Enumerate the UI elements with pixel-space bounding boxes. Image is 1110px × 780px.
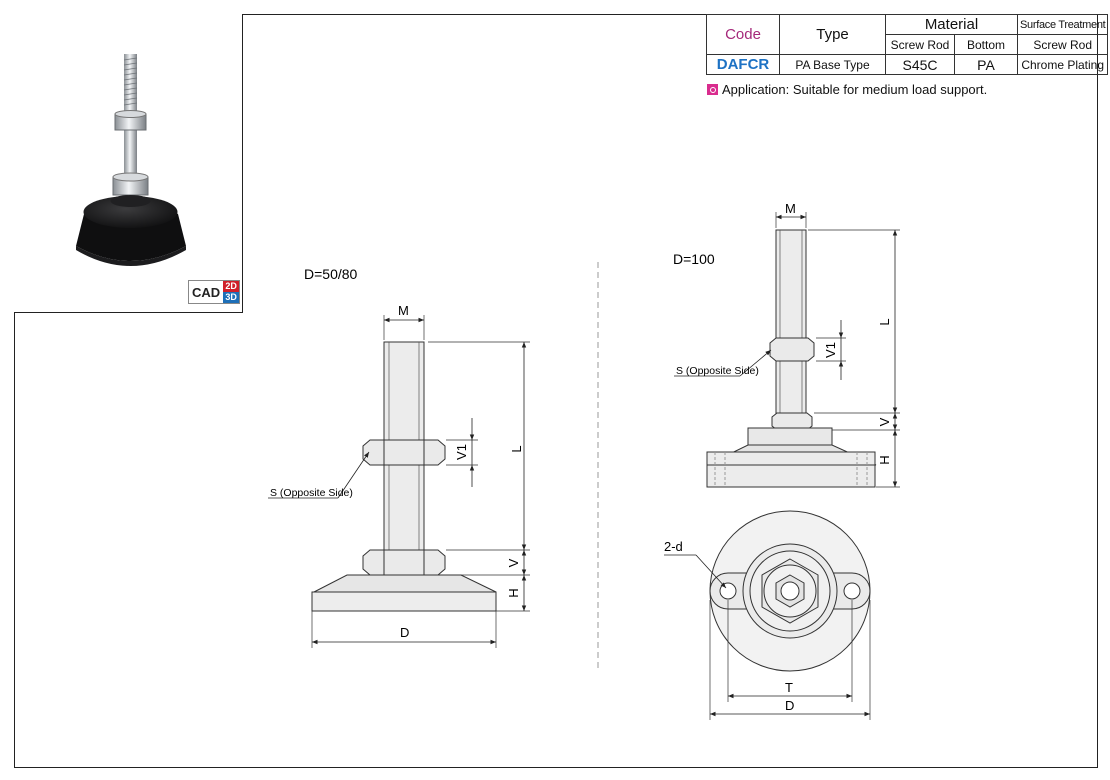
application-bullet-icon [707,84,718,95]
header-code: Code [706,14,780,55]
value-type: PA Base Type [779,54,886,75]
left-dim-m: M [398,303,409,318]
right-dim-v1: V1 [823,342,838,358]
left-view-title: D=50/80 [304,266,358,282]
header-material: Material [885,14,1018,35]
spec-table: Code Type Material Surface Treatment Scr… [706,14,1109,75]
right-view: D=100 M L V1 [664,201,900,720]
cad-3d-label: 3D [223,292,240,303]
right-dim-s: S (Opposite Side) [676,365,759,377]
left-dim-l: L [509,445,524,452]
value-screw-rod-material: S45C [885,54,955,75]
cad-badge[interactable]: CAD 2D 3D [188,280,241,304]
left-dim-v: V [506,558,521,567]
right-dim-t: T [785,680,793,695]
header-type: Type [779,14,886,55]
right-dim-v: V [877,417,892,426]
right-dim-m: M [785,201,796,216]
left-dim-v1: V1 [454,444,469,460]
left-dim-h: H [506,588,521,597]
left-dim-s: S (Opposite Side) [270,487,353,499]
value-surface-treatment: Chrome Plating [1016,54,1109,75]
application-note: Application: Suitable for medium load su… [707,82,987,97]
value-code: DAFCR [706,54,780,75]
left-dim-d: D [400,625,409,640]
application-text: Application: Suitable for medium load su… [722,82,988,97]
right-dim-h: H [877,455,892,464]
product-photo [76,54,186,266]
right-dim-l: L [877,318,892,325]
product-photo-panel: CAD 2D 3D [14,14,243,313]
right-dim-2d: 2-d [664,539,683,554]
cad-2d-label: 2D [223,281,240,292]
right-view-title: D=100 [673,251,715,267]
right-dim-d: D [785,698,794,713]
cad-label: CAD [192,284,221,300]
left-view: D=50/80 M L V1 V [268,266,530,648]
page-frame [14,14,1098,768]
value-bottom-material: PA [954,54,1018,75]
